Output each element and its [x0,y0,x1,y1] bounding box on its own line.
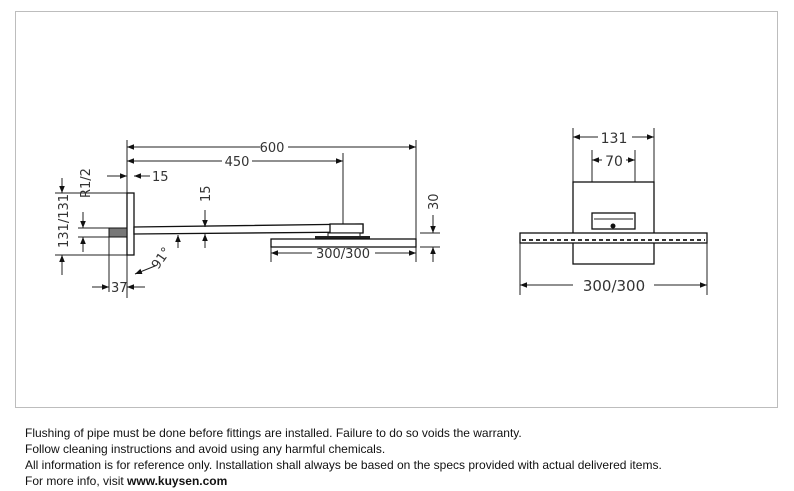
dim-plate-size: 131/131 [57,194,72,248]
notes: Flushing of pipe must be done before fit… [25,425,662,489]
dim-head-height: 30 [427,193,442,210]
dim-arm-height: 15 [199,185,214,202]
side-view: 600 450 15 R1/2 131/131 15 91° 37 30 300… [55,140,442,298]
dim-head-size-side: 300/300 [316,247,370,262]
technical-drawing: 600 450 15 R1/2 131/131 15 91° 37 30 300… [55,128,708,298]
dim-plate-thickness: 15 [152,170,169,185]
dim-head-size-front: 300/300 [583,277,645,295]
wall-plate [126,192,135,256]
shower-head-side [270,238,417,248]
arm-connector [329,223,364,234]
website-link[interactable]: www.kuysen.com [127,474,228,488]
shower-head-front [519,232,708,244]
more-info-text: For more info, visit [25,474,128,488]
drawing-frame [15,11,778,408]
dim-450: 450 [225,155,250,170]
dim-connector-width: 70 [605,154,623,170]
note-reference: All information is for reference only. I… [25,458,662,472]
dim-thread-length: 37 [111,281,128,296]
thread-stub [108,227,128,238]
note-flushing: Flushing of pipe must be done before fit… [25,426,522,440]
dim-plate-width: 131 [601,131,628,147]
connector-screw-icon [610,223,616,229]
front-view: 131 70 300/300 [519,128,708,295]
note-cleaning: Follow cleaning instructions and avoid u… [25,442,386,456]
note-more-info: For more info, visit www.kuysen.com [25,473,662,489]
connector-front [591,212,636,230]
connector-base [315,236,370,239]
dim-600: 600 [260,141,285,156]
dim-angle: 91° [149,245,175,272]
dim-thread: R1/2 [79,168,94,198]
